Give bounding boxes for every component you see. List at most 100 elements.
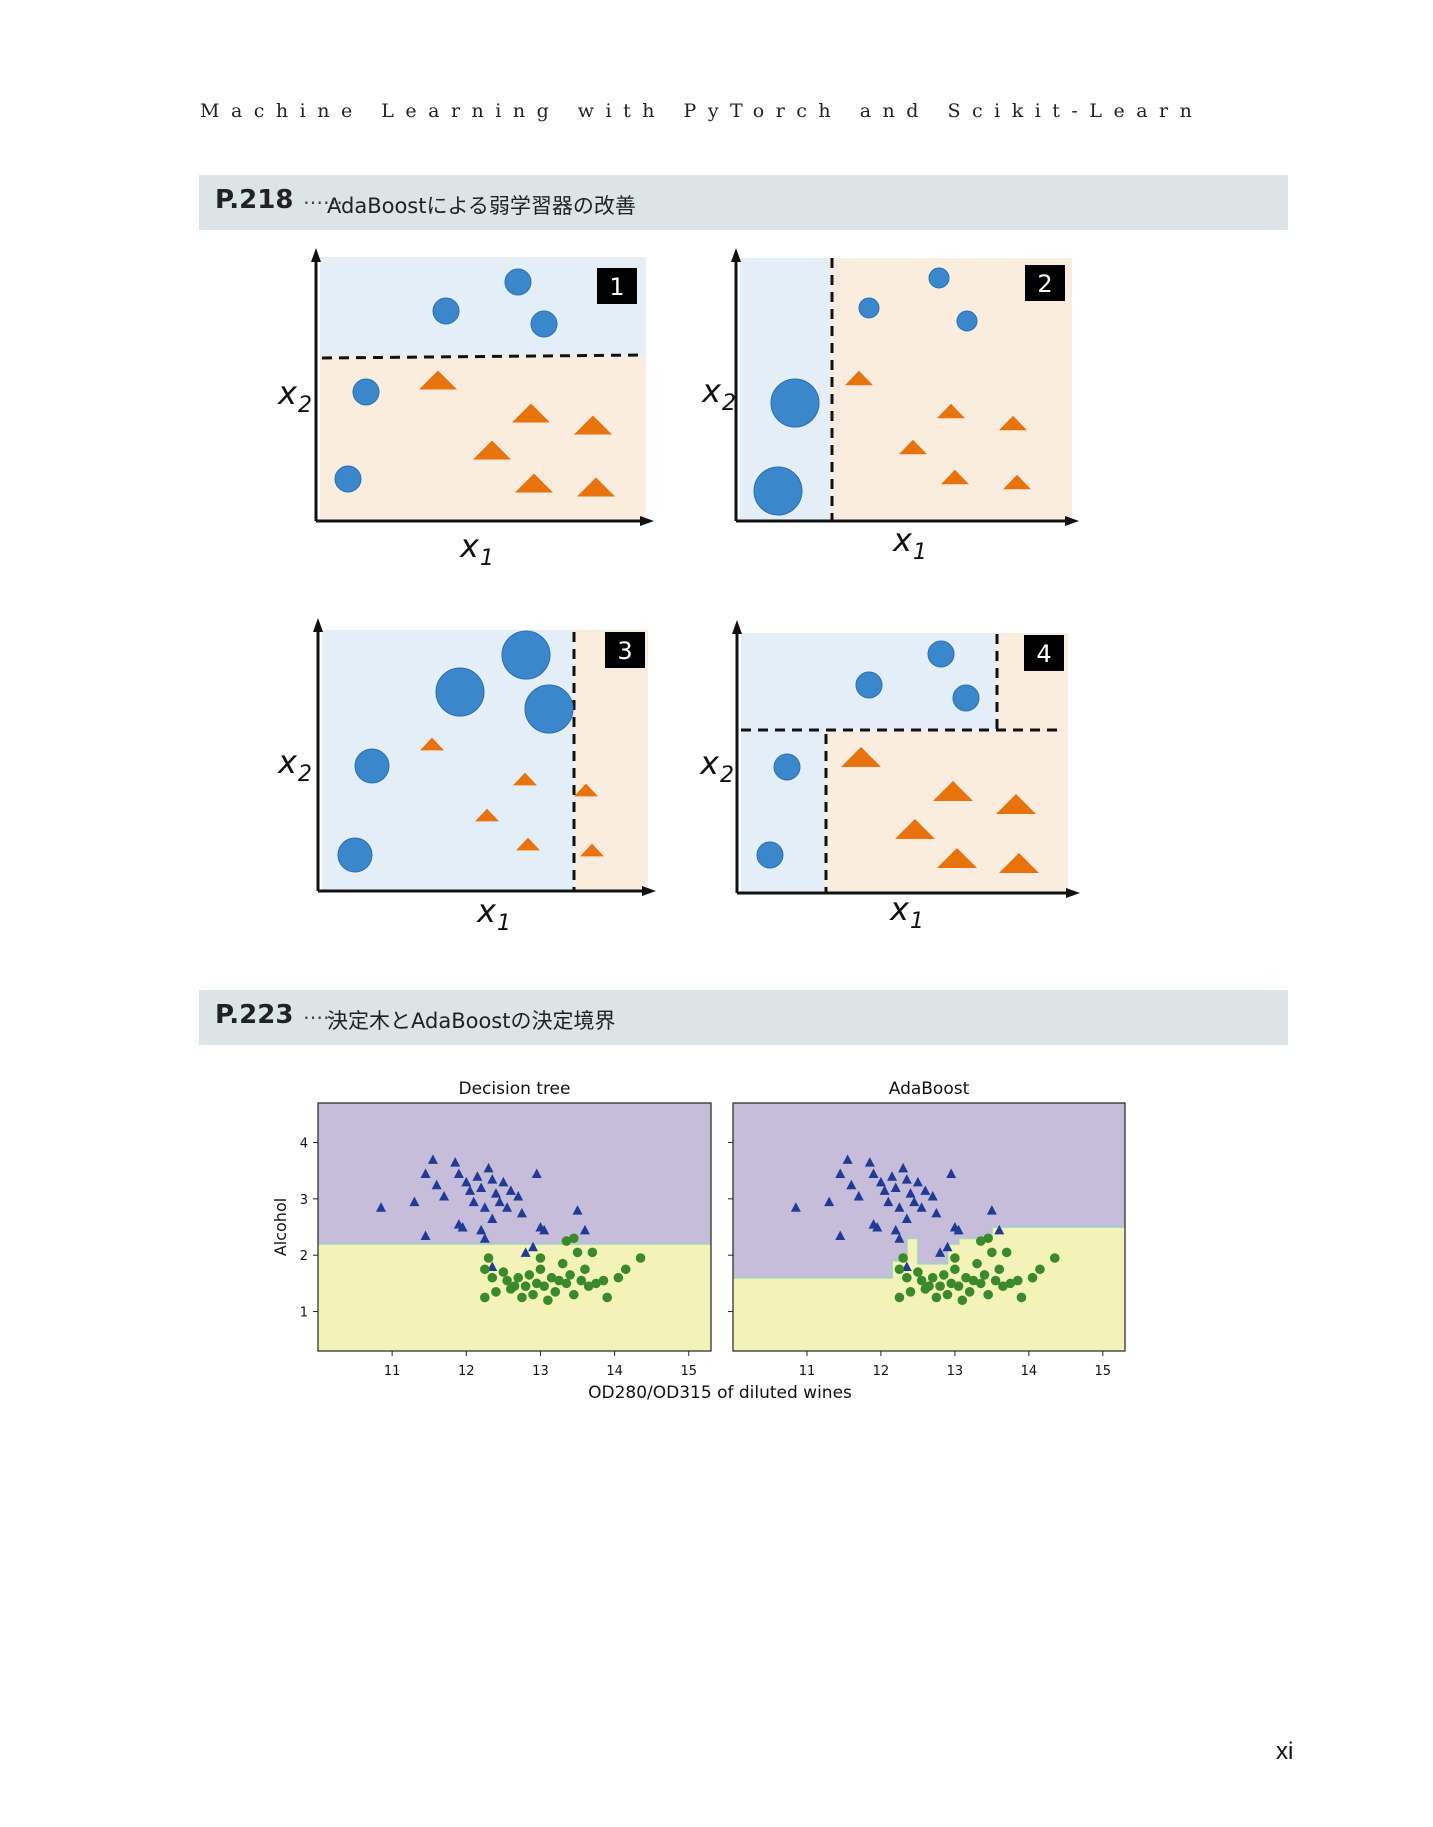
circle-point [576,1275,587,1286]
triangle-point [901,1261,912,1271]
triangle-sample [933,781,973,801]
circle-point [1035,1264,1045,1275]
triangle-sample [512,403,550,423]
y-axis-label: x [699,744,720,782]
panel-number-badge [1025,265,1065,301]
circle-sample [753,466,803,516]
circle-point [587,1247,598,1258]
circle-sample [352,378,380,406]
section-page-number: P.218 [215,185,294,215]
circle-point [953,1281,964,1291]
triangle-point [894,1233,905,1243]
section-header-p223: P.223 …… 決定木とAdaBoostの決定境界 [199,990,1288,1045]
circle-point [1049,1253,1060,1263]
x-axis-arrow [640,516,654,526]
triangle-point [879,1185,890,1195]
triangle-point [835,1168,846,1178]
y-axis-label: x [277,374,298,412]
triangle-point [376,1202,387,1212]
circle-sample [530,310,558,338]
upper-class-region [318,1103,711,1351]
triangle-point [450,1157,461,1167]
section-leader-dots: …… [303,185,343,209]
circle-point [998,1281,1008,1291]
circle-point [1016,1292,1027,1303]
y-axis-label: x [701,372,722,410]
triangle-sample [513,772,537,786]
circle-point [894,1264,905,1275]
circle-sample [858,297,880,319]
circle-point [975,1236,986,1246]
decision-region [574,630,648,891]
circle-point [975,1278,986,1289]
y-axis-arrow [313,618,323,632]
triangle-point [912,1176,923,1187]
circle-sample [337,837,373,873]
panel-number-badge [1024,635,1064,671]
x-axis-arrow [1066,888,1080,898]
y-axis-label: x [277,743,298,781]
panel-number: 3 [617,637,632,665]
triangle-point [498,1176,509,1187]
triangle-sample [937,403,965,419]
circle-point [950,1253,960,1263]
triangle-point [409,1196,420,1207]
circle-point [987,1247,997,1258]
chart-title: AdaBoost [889,1079,970,1099]
x-tick-label: 12 [873,1364,890,1379]
circle-sample [501,630,551,680]
circle-point [1012,1275,1023,1286]
circle-point [572,1247,583,1258]
circle-point [972,1258,982,1269]
triangle-point [890,1224,901,1235]
circle-point [983,1289,993,1300]
triangle-point [986,1205,997,1215]
triangle-sample [941,469,969,485]
circle-point [994,1264,1005,1275]
circle-point [498,1267,509,1277]
circle-sample [927,640,955,668]
y-tick-label: 2 [300,1249,308,1264]
circle-point [524,1270,535,1280]
circle-sample [756,841,784,869]
triangle-point [868,1168,879,1178]
section-leader-dots: …… [303,1000,343,1024]
triangle-sample [845,370,873,386]
x-axis-label: x [459,527,480,565]
circle-sample [928,267,950,289]
triangle-point [953,1224,964,1235]
triangle-point [461,1176,472,1187]
lower-class-region [318,1243,711,1351]
triangle-point [487,1174,498,1184]
triangle-sample [419,370,457,390]
panel-number: 4 [1036,640,1051,668]
x-tick-label: 14 [606,1364,623,1379]
triangle-point [790,1202,801,1212]
circle-point [1005,1278,1016,1289]
triangle-point [453,1219,464,1229]
upper-class-region [733,1103,1125,1351]
triangle-sample [574,783,598,797]
y-tick-label: 3 [300,1193,308,1208]
panel-number-badge [597,268,637,304]
circle-point [509,1281,520,1291]
triangle-point [505,1185,516,1195]
triangle-point [468,1196,479,1207]
y-axis-arrow [732,620,742,634]
running-head: Machine Learning with PyTorch and Scikit… [200,100,1204,122]
triangle-sample [1003,474,1031,490]
triangle-point [420,1168,431,1178]
section-title: 決定木とAdaBoostの決定境界 [327,1009,616,1033]
circle-point [591,1278,601,1289]
triangle-point [931,1207,942,1218]
circle-point [528,1289,538,1300]
triangle-point [439,1191,450,1201]
triangle-sample [516,837,540,851]
circle-point [620,1264,631,1275]
triangle-point [894,1202,905,1212]
y-tick-label: 1 [300,1306,308,1321]
circle-point [927,1272,938,1283]
circle-sample [952,684,980,712]
triangle-point [835,1230,846,1240]
y-axis-label: Alcohol [271,1198,290,1256]
